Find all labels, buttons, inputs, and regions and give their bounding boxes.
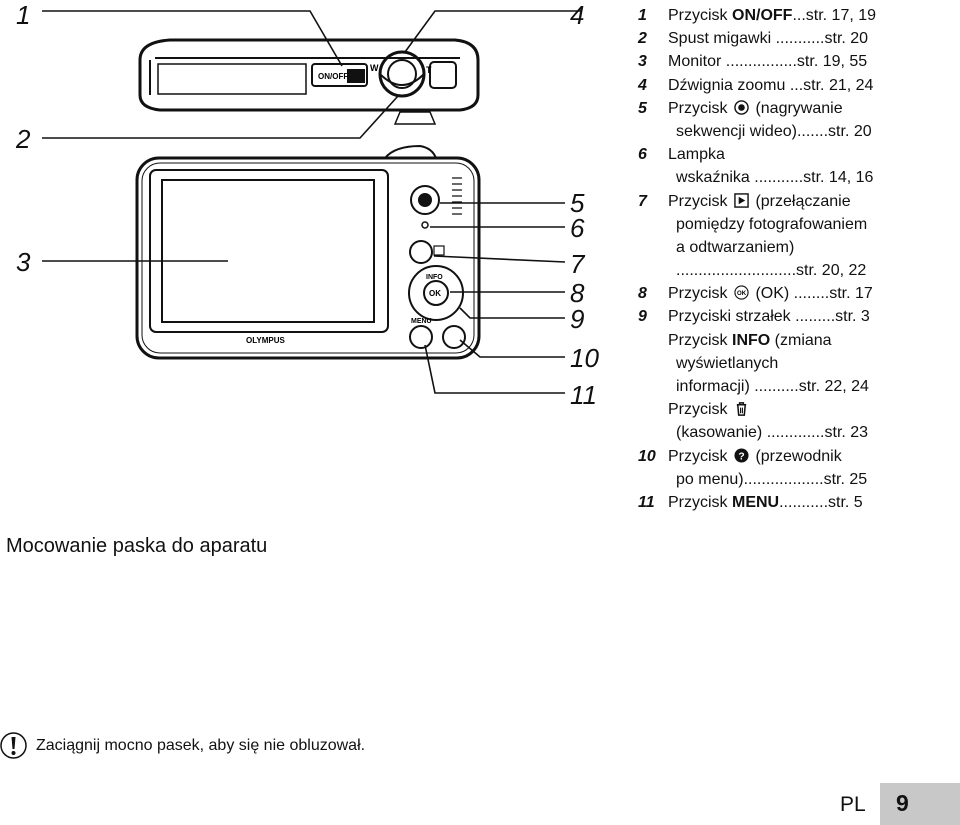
legend-line: 3 Monitor ................str. 19, 55 xyxy=(638,50,958,73)
svg-text:?: ? xyxy=(738,451,744,462)
legend-line: wyświetlanych xyxy=(638,352,958,375)
legend-text: Przycisk MENU...........str. 5 xyxy=(668,493,863,511)
legend-line: pomiędzy fotografowaniem xyxy=(638,213,958,236)
legend-number: 3 xyxy=(638,53,647,71)
legend-text: Lampka xyxy=(668,146,725,164)
legend-text: pomiędzy fotografowaniem xyxy=(676,215,868,233)
legend-text: wyświetlanych xyxy=(676,354,779,372)
legend-line: 11 Przycisk MENU...........str. 5 xyxy=(638,491,958,514)
trash-icon xyxy=(732,401,751,418)
legend-line: Przycisk xyxy=(638,398,958,421)
callout-1: 1 xyxy=(16,0,31,30)
callout-11: 11 xyxy=(570,380,597,410)
help-icon: ? xyxy=(732,448,751,465)
callout-5: 5 xyxy=(570,188,585,218)
callout-8: 8 xyxy=(570,278,585,308)
legend-text: sekwencji wideo).......str. 20 xyxy=(676,122,872,140)
callout-10: 10 xyxy=(570,343,599,373)
page-number-box xyxy=(880,783,960,825)
legend-number: 6 xyxy=(638,146,647,164)
legend-text: Przycisk OK (OK) ........str. 17 xyxy=(668,285,873,303)
legend-text: Spust migawki ...........str. 20 xyxy=(668,30,869,48)
callout-9: 9 xyxy=(570,304,585,334)
svg-text:OK: OK xyxy=(737,290,747,297)
legend-line: Przycisk INFO (zmiana xyxy=(638,329,958,352)
legend-line: 6 Lampka xyxy=(638,143,958,166)
play-icon xyxy=(732,192,751,210)
legend-number: 1 xyxy=(638,7,647,24)
camera-back-view xyxy=(135,144,481,360)
legend-text: Przycisk ? (przewodnik xyxy=(668,447,842,465)
legend-line: 7 Przycisk (przełączanie xyxy=(638,190,958,213)
section-title: Mocowanie paska do aparatu xyxy=(6,535,268,557)
legend-number: 9 xyxy=(638,308,647,326)
legend-line: sekwencji wideo).......str. 20 xyxy=(638,120,958,143)
parts-legend: 1 Przycisk ON/OFF...str. 17, 19 2 Spust mig… xyxy=(638,4,958,514)
legend-text: Przycisk INFO (zmiana xyxy=(668,331,832,349)
legend-number: 7 xyxy=(638,192,647,210)
legend-text: Przycisk (nagrywanie xyxy=(668,99,843,117)
callout-2: 2 xyxy=(16,124,31,154)
caution-icon xyxy=(0,732,27,759)
callout-4: 4 xyxy=(570,0,585,30)
legend-line: 4 Dźwignia zoomu ...str. 21, 24 xyxy=(638,74,958,97)
onoff-label: ON/OFF xyxy=(318,72,348,81)
legend-line: ...........................str. 20, 22 xyxy=(638,259,958,282)
brand-label: OLYMPUS xyxy=(246,336,285,345)
legend-line: a odtwarzaniem) xyxy=(638,236,958,259)
legend-text: wskaźnika ...........str. 14, 16 xyxy=(676,169,874,187)
zoom-w-label: W xyxy=(370,63,379,73)
legend-line: informacji) ..........str. 22, 24 xyxy=(638,375,958,398)
legend-number: 5 xyxy=(638,99,647,117)
page-number: 9 xyxy=(896,790,909,816)
callout-6: 6 xyxy=(570,213,585,243)
legend-text: informacji) ..........str. 22, 24 xyxy=(676,378,869,395)
ok-icon: OK xyxy=(732,285,751,302)
legend-line: (kasowanie) .............str. 23 xyxy=(638,421,958,444)
ok-label: OK xyxy=(429,289,441,298)
legend-text: ...........................str. 20, 22 xyxy=(676,262,867,280)
language-code: PL xyxy=(840,793,866,816)
legend-number: 10 xyxy=(638,447,656,465)
zoom-t-label: T xyxy=(426,65,432,75)
callout-lines xyxy=(42,10,582,394)
legend-text: Przyciski strzałek .........str. 3 xyxy=(668,308,870,326)
callout-7: 7 xyxy=(570,249,585,279)
legend-text: Przycisk ON/OFF...str. 17, 19 xyxy=(668,7,877,24)
legend-line: 8 Przycisk OK (OK) ........str. 17 xyxy=(638,282,958,305)
legend-line: 1 Przycisk ON/OFF...str. 17, 19 xyxy=(638,4,958,27)
legend-number: 11 xyxy=(638,493,655,511)
legend-text: Przycisk xyxy=(668,398,751,421)
legend-number: 4 xyxy=(638,76,647,94)
legend-number: 8 xyxy=(638,285,647,303)
legend-text: Dźwignia zoomu ...str. 21, 24 xyxy=(668,76,874,94)
callout-3: 3 xyxy=(16,247,31,277)
legend-line: 10 Przycisk ? (przewodnik xyxy=(638,445,958,468)
legend-line: 2 Spust migawki ...........str. 20 xyxy=(638,27,958,50)
menu-label: MENU xyxy=(411,318,432,325)
legend-line: 9 Przyciski strzałek .........str. 3 xyxy=(638,305,958,328)
legend-text: a odtwarzaniem) xyxy=(676,238,795,256)
legend-line: 5 Przycisk (nagrywanie xyxy=(638,97,958,120)
info-label: INFO xyxy=(426,274,443,281)
legend-line: po menu)..................str. 25 xyxy=(638,468,958,491)
legend-text: Przycisk (przełączanie xyxy=(668,192,851,210)
camera-diagram: ON/OFF W T OLYMPUS INFO OK MENU xyxy=(42,10,582,394)
legend-text: po menu)..................str. 25 xyxy=(676,470,868,488)
legend-text: (kasowanie) .............str. 23 xyxy=(676,424,869,442)
note-text: Zaciągnij mocno pasek, aby się nie obluz… xyxy=(36,737,366,754)
record-icon xyxy=(732,99,751,117)
legend-number: 2 xyxy=(638,30,647,48)
legend-text: Monitor ................str. 19, 55 xyxy=(668,53,868,71)
camera-top-view xyxy=(138,38,480,125)
legend-line: wskaźnika ...........str. 14, 16 xyxy=(638,166,958,189)
